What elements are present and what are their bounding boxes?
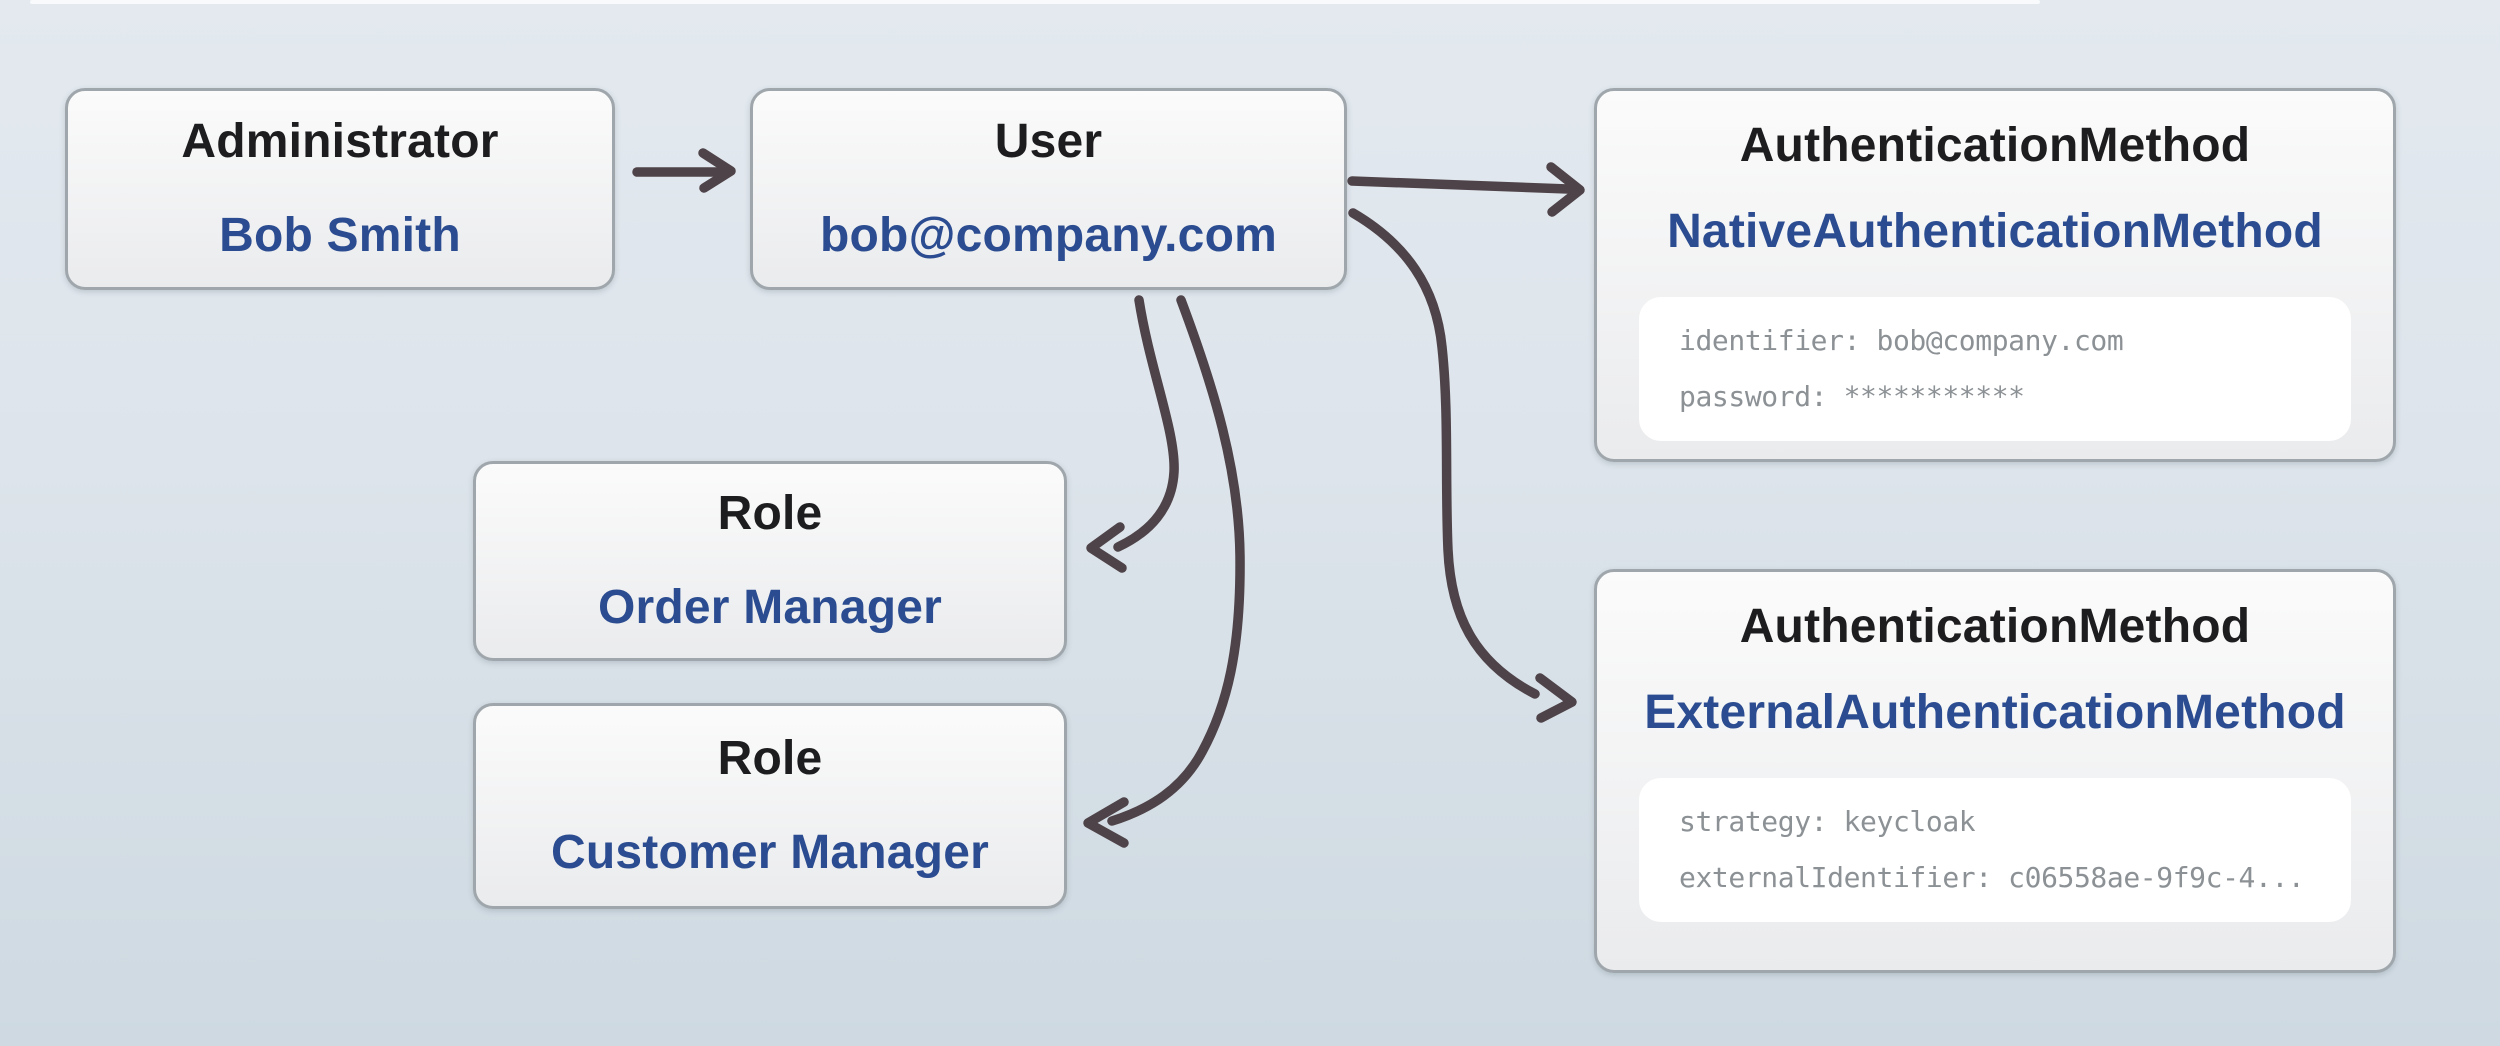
node-role-order-manager: Role Order Manager bbox=[473, 461, 1067, 661]
native-auth-identifier: identifier: bob@company.com bbox=[1679, 324, 2124, 357]
edge-administrator-to-user-arrowhead-icon bbox=[698, 148, 736, 193]
role-customer-type-label: Role bbox=[717, 732, 823, 785]
edge-user-to-role-customer-arrowhead-icon bbox=[1083, 797, 1129, 848]
external-auth-identifier: externalIdentifier: c06558ae-9f9c-4... bbox=[1679, 861, 2305, 894]
external-auth-name: ExternalAuthenticationMethod bbox=[1644, 686, 2346, 739]
role-order-name: Order Manager bbox=[597, 581, 943, 634]
administrator-type-label: Administrator bbox=[181, 115, 499, 168]
native-auth-password: password: *********** bbox=[1679, 380, 2025, 413]
role-order-type-label: Role bbox=[717, 487, 823, 540]
node-native-authentication-method: AuthenticationMethod NativeAuthenticatio… bbox=[1594, 88, 2396, 462]
native-auth-details-panel: identifier: bob@company.com password: **… bbox=[1639, 297, 2351, 441]
node-user: User bob@company.com bbox=[750, 88, 1347, 290]
top-edge-highlight bbox=[30, 0, 2040, 4]
user-type-label: User bbox=[994, 115, 1103, 168]
edge-user-to-role-order-arrowhead-icon bbox=[1086, 522, 1127, 573]
external-auth-strategy: strategy: keycloak bbox=[1679, 805, 1976, 838]
native-auth-type-label: AuthenticationMethod bbox=[1739, 119, 2251, 172]
node-administrator: Administrator Bob Smith bbox=[65, 88, 615, 290]
edge-user-to-native-auth bbox=[1347, 176, 1573, 194]
edge-user-to-external-auth bbox=[1348, 208, 1540, 699]
external-auth-details-panel: strategy: keycloak externalIdentifier: c… bbox=[1639, 778, 2351, 922]
edge-user-to-external-auth-arrowhead-icon bbox=[1535, 673, 1577, 723]
administrator-name: Bob Smith bbox=[219, 209, 461, 262]
node-external-authentication-method: AuthenticationMethod ExternalAuthenticat… bbox=[1594, 569, 2396, 973]
node-role-customer-manager: Role Customer Manager bbox=[473, 703, 1067, 909]
role-customer-name: Customer Manager bbox=[551, 826, 989, 879]
native-auth-name: NativeAuthenticationMethod bbox=[1667, 205, 2323, 258]
external-auth-type-label: AuthenticationMethod bbox=[1739, 600, 2251, 653]
edge-user-to-native-auth-arrowhead-icon bbox=[1546, 162, 1585, 217]
user-email: bob@company.com bbox=[820, 209, 1277, 262]
edge-user-to-role-order bbox=[1113, 295, 1179, 552]
edge-user-to-role-customer bbox=[1107, 295, 1245, 826]
